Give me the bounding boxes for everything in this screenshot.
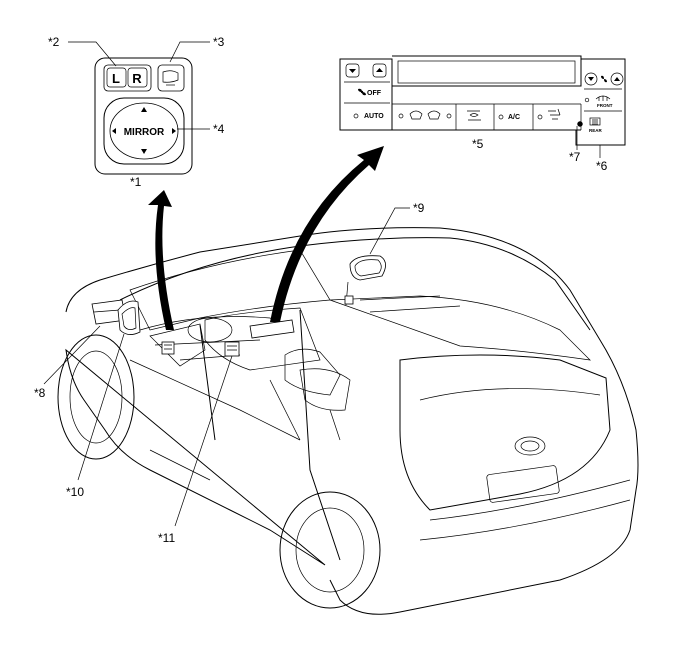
leader-line <box>68 41 117 67</box>
arrow-up-icon <box>141 107 147 112</box>
front-defroster-icon <box>595 95 611 101</box>
rear-wheel <box>279 491 381 609</box>
callout-7: *7 <box>569 150 581 164</box>
leader-line <box>174 355 233 527</box>
auto-label: AUTO <box>364 113 384 120</box>
front-defroster-label: FRONT <box>597 103 613 108</box>
center-console-panel <box>249 319 295 339</box>
fan-icon <box>601 75 607 83</box>
steering-column-module <box>224 341 240 357</box>
arrow-up-icon <box>614 77 620 81</box>
leader-line <box>169 41 210 63</box>
arrow-down-icon <box>588 77 594 81</box>
license-plate-area <box>486 465 560 503</box>
right-mirror-label: R <box>132 71 142 86</box>
leader-line <box>369 207 410 255</box>
left-mirror-label: L <box>112 71 120 86</box>
mirror-adjust-label: MIRROR <box>124 127 165 138</box>
arrow-to-mirror-switch <box>148 190 174 330</box>
arrow-right-icon <box>172 128 176 134</box>
left-door-mirror <box>117 300 141 335</box>
ac-label: A/C <box>508 114 520 121</box>
arrow-down-icon <box>141 149 147 154</box>
callout-8: *8 <box>34 386 46 400</box>
callout-6: *6 <box>596 159 608 173</box>
fan-off-label: OFF <box>367 90 382 97</box>
rear-defogger-label: REAR <box>589 128 603 133</box>
callout-5: *5 <box>472 137 484 151</box>
arrow-down-icon <box>349 69 356 73</box>
steering-wheel <box>187 317 233 343</box>
callout-3: *3 <box>213 35 225 49</box>
air-conditioning-control-panel: OFF AUTO A/C <box>339 55 626 146</box>
seat-airflow-icon <box>548 108 561 120</box>
leader-line <box>77 333 125 481</box>
lr-select-switch <box>103 64 152 92</box>
callout-9: *9 <box>413 201 425 215</box>
mirror-fold-icon <box>162 70 179 86</box>
rear-defogger-icon <box>589 117 601 126</box>
retract-switch <box>157 64 185 92</box>
vehicle-outline <box>57 227 639 615</box>
leader-line <box>43 325 101 385</box>
callout-11: *11 <box>158 531 175 545</box>
outer-mirror-switch: L R MIRROR <box>94 57 193 175</box>
callout-1: *1 <box>130 175 142 189</box>
windshield-airflow-icon <box>467 110 481 121</box>
mirror-adjust-pad <box>109 102 179 160</box>
arrow-up-icon <box>376 68 383 72</box>
rear-emblem <box>514 436 546 456</box>
front-wheel <box>57 334 135 460</box>
rear-defogger-indicator <box>577 121 583 127</box>
arrow-to-ac-panel <box>270 146 384 322</box>
arrow-left-icon <box>112 128 116 134</box>
callout-2: *2 <box>48 35 60 49</box>
right-door-mirror <box>344 255 386 306</box>
callout-4: *4 <box>213 122 225 136</box>
callout-10: *10 <box>66 485 84 499</box>
recirculation-icon <box>409 110 441 120</box>
dash-connector <box>161 341 175 355</box>
fan-icon <box>358 88 366 96</box>
